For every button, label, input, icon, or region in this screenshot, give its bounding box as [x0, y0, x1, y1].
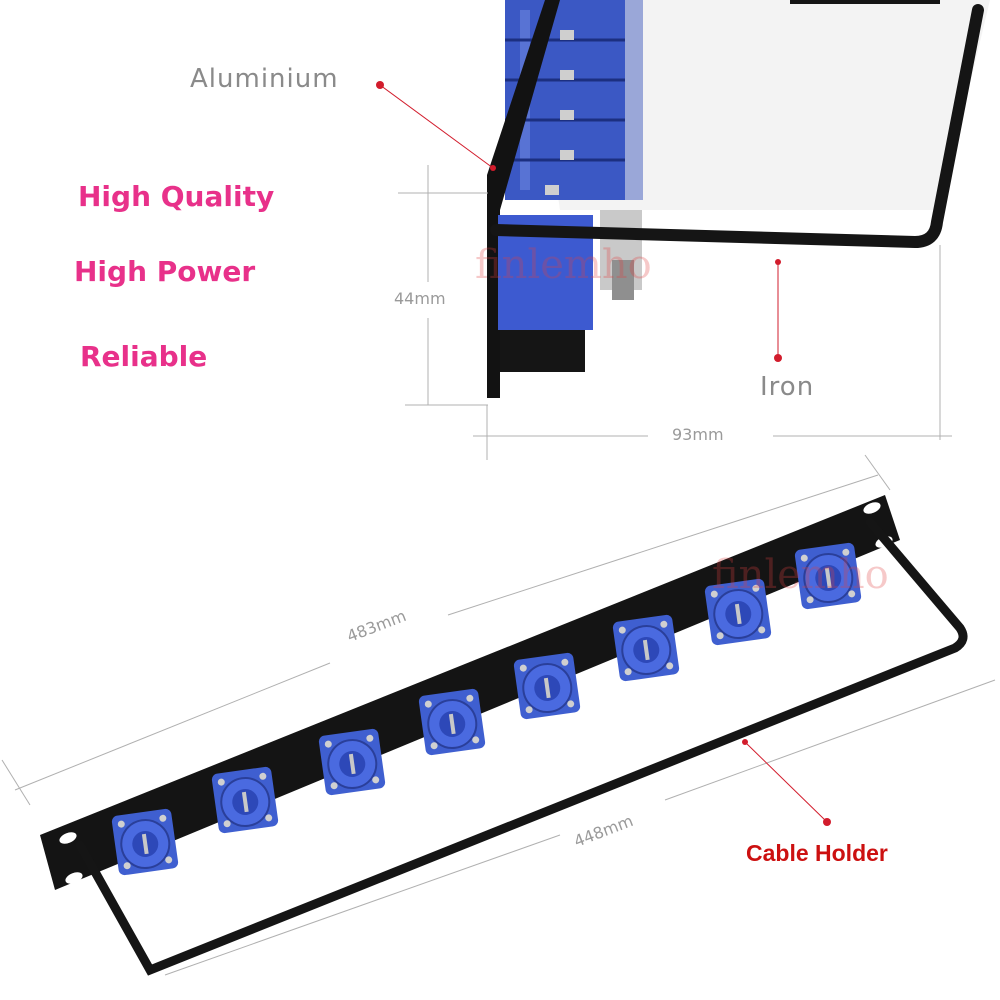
powercon-connector — [513, 652, 581, 720]
depth-dimension-label: 93mm — [672, 425, 724, 444]
cable-holder-bar — [75, 517, 968, 976]
height-dimension-label: 44mm — [394, 289, 446, 308]
feature-high-power: High Power — [74, 255, 256, 288]
watermark-bottom: finlemho — [712, 552, 889, 598]
powercon-connector — [612, 614, 680, 682]
front-view — [40, 495, 968, 976]
iron-label: Iron — [760, 372, 815, 402]
top-front-plate — [487, 0, 560, 398]
watermark-top: finlemho — [475, 242, 652, 288]
rack-ear-hole — [65, 872, 83, 884]
powercon-connector — [418, 688, 486, 756]
powercon-connector — [318, 728, 386, 796]
powercon-connector — [794, 542, 862, 610]
cable-holder-callout: Cable Holder — [746, 840, 888, 866]
powercon-connector — [704, 578, 772, 646]
top-leader-lines — [376, 81, 782, 362]
bottom-dimension-lines — [1, 454, 996, 976]
powercon-connector — [211, 766, 279, 834]
bottom-leader-line — [742, 739, 831, 826]
rack-ear-hole — [59, 832, 77, 844]
feature-reliable: Reliable — [80, 340, 208, 373]
aluminium-label: Aluminium — [190, 64, 339, 94]
top-dimension-lines — [398, 165, 952, 460]
connector-row — [111, 542, 862, 876]
top-cable-holder-bar — [490, 4, 984, 249]
rack-ear-hole — [863, 502, 881, 514]
powercon-connector — [111, 808, 179, 876]
feature-high-quality: High Quality — [78, 180, 275, 213]
side-view — [487, 0, 990, 398]
